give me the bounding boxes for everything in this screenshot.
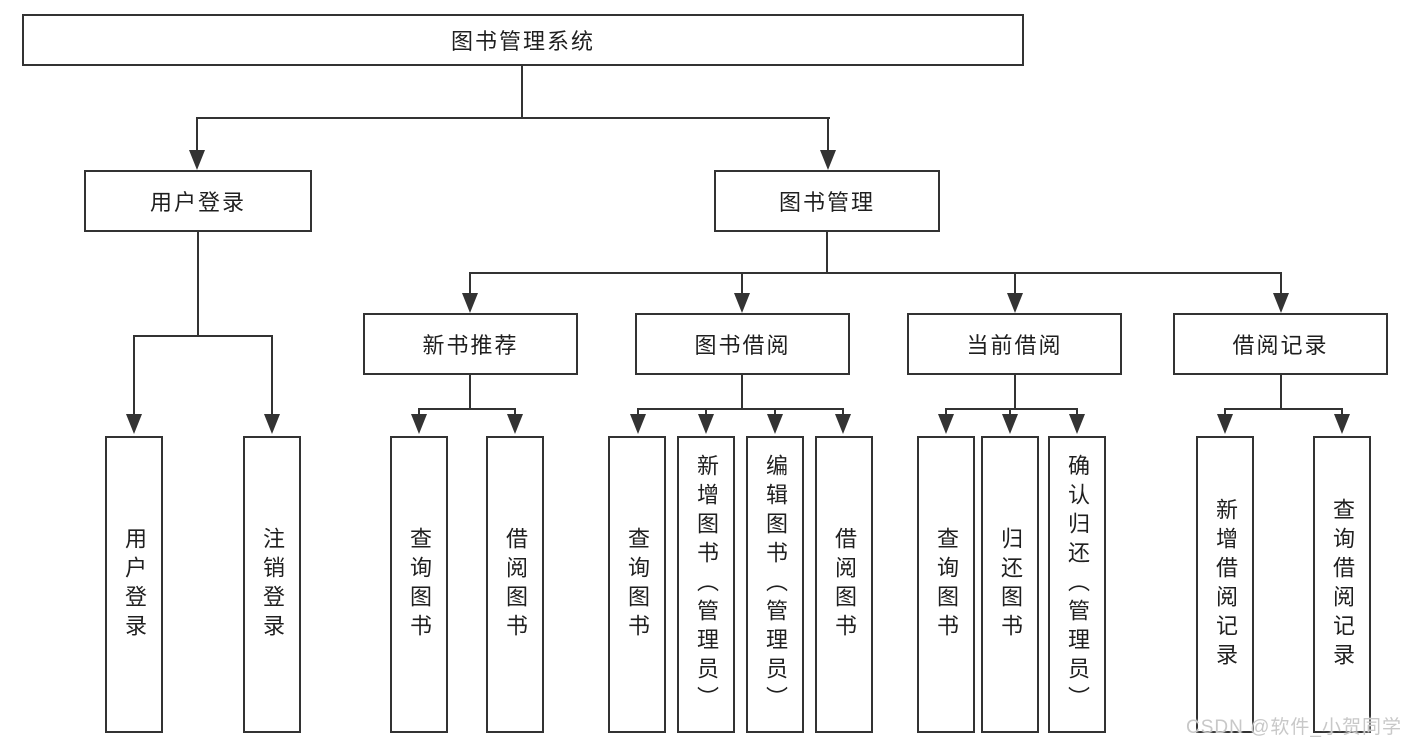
connector-borrow-stem xyxy=(741,375,743,408)
node-book-borrow: 图书借阅 xyxy=(635,313,850,375)
leaf-label: 查询图书 xyxy=(934,526,959,643)
node-book-mgmt: 图书管理 xyxy=(714,170,940,232)
arrowhead-icon xyxy=(462,293,478,313)
connector-root-stem xyxy=(521,66,523,117)
arrowhead-icon xyxy=(126,414,142,434)
leaf-add-borrow-record: 新增借阅记录 xyxy=(1196,436,1254,733)
leaf-query-book-3: 查询图书 xyxy=(917,436,975,733)
connector-l3-drop xyxy=(1014,272,1016,297)
arrowhead-icon xyxy=(1273,293,1289,313)
arrowhead-icon xyxy=(1069,414,1085,434)
leaf-label: 确认归还（管理员） xyxy=(1065,454,1090,715)
node-borrow-record-label: 借阅记录 xyxy=(1232,333,1329,358)
connector-leaf-drop xyxy=(1076,408,1078,418)
arrowhead-icon xyxy=(734,293,750,313)
connector-leaf-drop xyxy=(705,408,707,418)
node-root-label: 图书管理系统 xyxy=(450,29,595,54)
arrowhead-icon xyxy=(1217,414,1233,434)
connector-l3-drop xyxy=(469,272,471,297)
connector-leaf-drop xyxy=(418,408,420,418)
leaf-label: 用户登录 xyxy=(122,526,147,643)
node-book-borrow-label: 图书借阅 xyxy=(694,333,791,358)
csdn-watermark: CSDN @软件_小贺同学 xyxy=(1186,717,1402,738)
connector-record-split xyxy=(1224,408,1342,410)
connector-record-stem xyxy=(1280,375,1282,408)
arrowhead-icon xyxy=(938,414,954,434)
connector-borrow-split xyxy=(637,408,844,410)
leaf-return-book: 归还图书 xyxy=(981,436,1039,733)
leaf-confirm-return-admin: 确认归还（管理员） xyxy=(1048,436,1106,733)
connector-book-mgmt-split xyxy=(469,272,1282,274)
arrowhead-icon xyxy=(630,414,646,434)
connector-l3-drop xyxy=(1280,272,1282,297)
connector-root-split xyxy=(196,117,830,119)
leaf-logout: 注销登录 xyxy=(243,436,301,733)
arrowhead-icon xyxy=(507,414,523,434)
connector-book-mgmt-drop xyxy=(827,117,829,155)
connector-user-login-stem xyxy=(197,232,199,335)
arrowhead-icon xyxy=(411,414,427,434)
arrowhead-icon xyxy=(820,150,836,170)
connector-leaf-drop xyxy=(637,408,639,418)
leaf-add-book-admin: 新增图书（管理员） xyxy=(677,436,735,733)
leaf-user-login: 用户登录 xyxy=(105,436,163,733)
leaf-query-borrow-record: 查询借阅记录 xyxy=(1313,436,1371,733)
connector-book-mgmt-stem xyxy=(826,232,828,272)
connector-current-split xyxy=(945,408,1078,410)
node-user-login-label: 用户登录 xyxy=(149,190,246,215)
node-borrow-record: 借阅记录 xyxy=(1173,313,1388,375)
connector-leaf-drop xyxy=(945,408,947,418)
connector-current-stem xyxy=(1014,375,1016,408)
connector-leaf-drop xyxy=(1224,408,1226,418)
arrowhead-icon xyxy=(264,414,280,434)
connector-new-book-split xyxy=(418,408,516,410)
arrowhead-icon xyxy=(189,150,205,170)
arrowhead-icon xyxy=(1334,414,1350,434)
connector-leaf-drop xyxy=(514,408,516,418)
leaf-label: 归还图书 xyxy=(998,526,1023,643)
node-book-mgmt-label: 图书管理 xyxy=(778,190,875,215)
connector-leaf-drop xyxy=(271,335,273,415)
leaf-label: 借阅图书 xyxy=(832,526,857,643)
leaf-label: 查询图书 xyxy=(407,526,432,643)
arrowhead-icon xyxy=(1007,293,1023,313)
connector-leaf-drop xyxy=(133,335,135,415)
leaf-label: 注销登录 xyxy=(260,526,285,643)
arrowhead-icon xyxy=(698,414,714,434)
leaf-borrow-book-2: 借阅图书 xyxy=(815,436,873,733)
connector-leaf-drop xyxy=(842,408,844,418)
node-new-book-rec-label: 新书推荐 xyxy=(422,333,519,358)
node-user-login: 用户登录 xyxy=(84,170,312,232)
arrowhead-icon xyxy=(835,414,851,434)
arrowhead-icon xyxy=(767,414,783,434)
connector-leaf-drop xyxy=(774,408,776,418)
leaf-label: 查询图书 xyxy=(625,526,650,643)
connector-leaf-drop xyxy=(1009,408,1011,418)
leaf-label: 查询借阅记录 xyxy=(1330,497,1355,672)
node-root: 图书管理系统 xyxy=(22,14,1024,66)
connector-user-login-split xyxy=(133,335,273,337)
leaf-query-book-2: 查询图书 xyxy=(608,436,666,733)
leaf-edit-book-admin: 编辑图书（管理员） xyxy=(746,436,804,733)
leaf-label: 编辑图书（管理员） xyxy=(763,454,788,715)
leaf-label: 新增图书（管理员） xyxy=(694,454,719,715)
node-current-borrow: 当前借阅 xyxy=(907,313,1122,375)
leaf-borrow-book-1: 借阅图书 xyxy=(486,436,544,733)
leaf-label: 借阅图书 xyxy=(503,526,528,643)
node-current-borrow-label: 当前借阅 xyxy=(966,333,1063,358)
connector-l3-drop xyxy=(741,272,743,297)
connector-user-login-drop xyxy=(196,117,198,155)
connector-leaf-drop xyxy=(1341,408,1343,418)
arrowhead-icon xyxy=(1002,414,1018,434)
leaf-query-book-1: 查询图书 xyxy=(390,436,448,733)
node-new-book-rec: 新书推荐 xyxy=(363,313,578,375)
leaf-label: 新增借阅记录 xyxy=(1213,497,1238,672)
connector-new-book-stem xyxy=(469,375,471,408)
